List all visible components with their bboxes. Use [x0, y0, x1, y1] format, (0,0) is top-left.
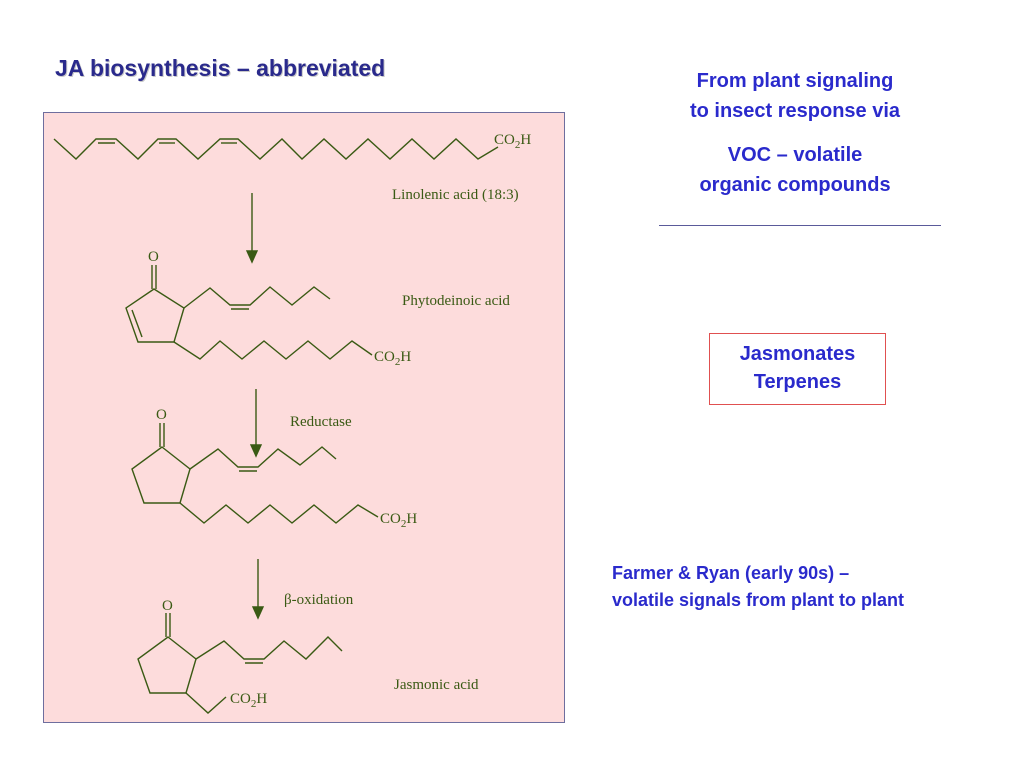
linolenic-acid-structure: [53, 138, 499, 160]
arrow-step-1: [245, 193, 259, 264]
note-line-2: volatile signals from plant to plant: [612, 590, 905, 610]
divider-line: [659, 225, 941, 226]
intermediate-oxygen-label: O: [156, 407, 167, 423]
signaling-heading: From plant signaling to insect response …: [640, 66, 950, 126]
pathway-diagram: CO2H Linolenic acid (18:3) O Phytodeinoi…: [53, 132, 531, 714]
biosynthesis-diagram-panel: CO2H Linolenic acid (18:3) O Phytodeinoi…: [43, 112, 565, 723]
arrow-step-3: [251, 559, 265, 620]
jasmonic-co2h-label: CO2H: [230, 691, 267, 710]
linolenic-acid-label: Linolenic acid (18:3): [392, 187, 519, 203]
beta-oxidation-label: β-oxidation: [284, 592, 354, 608]
voc-heading: VOC – volatile organic compounds: [640, 140, 950, 200]
reduced-intermediate-structure: [131, 423, 379, 524]
phytodienoic-co2h-label: CO2H: [374, 349, 411, 368]
compound-classes-box: Jasmonates Terpenes: [709, 333, 886, 405]
voc-heading-line-2: organic compounds: [699, 174, 891, 196]
jasmonic-oxygen-label: O: [162, 598, 173, 614]
slide-title: JA biosynthesis – abbreviated: [55, 55, 386, 81]
linolenic-co2h-label: CO2H: [494, 132, 531, 151]
note-line-1: Farmer & Ryan (early 90s) –: [612, 563, 850, 583]
signaling-heading-line-2: to insect response via: [689, 100, 901, 122]
jasmonic-acid-structure: [137, 613, 343, 714]
intermediate-co2h-label: CO2H: [380, 511, 417, 530]
terpenes-label: Terpenes: [753, 371, 842, 393]
voc-heading-line-1: VOC – volatile: [727, 144, 863, 166]
phytodienoic-acid-structure: [125, 265, 373, 360]
phytodienoic-acid-label: Phytodeinoic acid: [402, 293, 510, 309]
signaling-heading-line-1: From plant signaling: [696, 70, 894, 92]
farmer-ryan-note: Farmer & Ryan (early 90s) – volatile sig…: [612, 560, 904, 614]
jasmonates-label: Jasmonates: [739, 343, 856, 365]
reductase-label: Reductase: [290, 414, 352, 430]
jasmonic-acid-label: Jasmonic acid: [394, 677, 479, 693]
phytodienoic-oxygen-label: O: [148, 249, 159, 265]
arrow-step-2: [249, 389, 263, 458]
